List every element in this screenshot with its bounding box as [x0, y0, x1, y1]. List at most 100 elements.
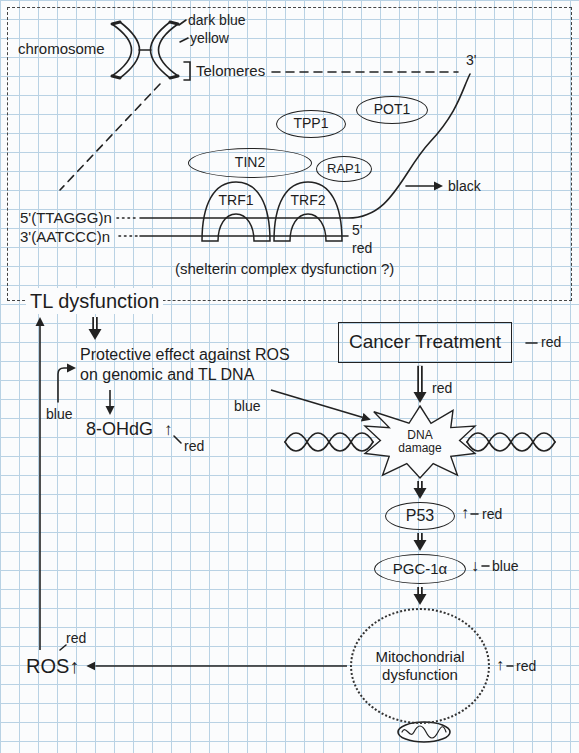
strand-end: 5'	[352, 222, 362, 238]
dotted-circle: Mitochondrial dysfunction	[350, 608, 490, 724]
node-text: TIN2	[235, 155, 265, 170]
process-oval: P53	[385, 502, 455, 530]
double-arrow	[420, 533, 421, 540]
chromatid	[159, 24, 179, 76]
double-arrow	[95, 317, 96, 329]
leader-line	[60, 645, 66, 650]
dna-helix	[285, 433, 373, 451]
dna-helix	[285, 433, 373, 451]
color-note: blue	[492, 558, 518, 574]
protein-oval: POT1	[356, 96, 428, 124]
sequence-label: 3'(AATCCC)n	[20, 228, 110, 245]
sequence-label: 5'(TTAGGG)n	[20, 209, 112, 226]
connector-line	[92, 317, 98, 329]
color-note: black	[448, 178, 481, 194]
leader-line	[482, 565, 489, 567]
arrow	[40, 326, 41, 650]
double-arrow	[420, 366, 421, 392]
dna-helix	[467, 433, 555, 451]
connector-gap	[419, 481, 421, 488]
burst-shape	[365, 406, 475, 478]
process-text: Protective effect against ROS on genomic…	[76, 343, 304, 387]
color-note: blue	[234, 398, 260, 414]
color-note: red	[516, 658, 536, 674]
dome-shape	[274, 182, 342, 241]
node-text: RAP1	[327, 162, 361, 176]
color-note: red	[184, 438, 204, 454]
node-text: Cancer Treatment	[349, 331, 501, 354]
dome-shape	[202, 182, 270, 241]
mitochondrion-icon	[398, 722, 450, 742]
node-text: ROS↑	[26, 654, 79, 678]
leader-line	[179, 20, 186, 25]
node-text: DNA damage	[392, 429, 448, 455]
connector-gap	[94, 317, 96, 329]
node-text: TRF2	[291, 193, 326, 208]
strand-end: 3'	[466, 52, 476, 68]
double-arrow	[420, 587, 421, 594]
protein-oval: TPP1	[276, 110, 346, 138]
strand-continuation	[117, 218, 137, 236]
color-note: red	[432, 380, 452, 396]
damage-burst: DNA damage	[365, 406, 475, 478]
node-text: P53	[406, 507, 434, 525]
node-text: (shelterin complex dysfunction ?)	[175, 260, 394, 277]
connector-gap	[419, 366, 421, 392]
arrow	[110, 390, 111, 406]
mitochondrion-cristae	[402, 726, 446, 738]
color-note: red	[352, 240, 372, 256]
leader-line	[174, 436, 181, 443]
process-oval: PGC-1α	[374, 554, 466, 584]
color-note: red	[66, 630, 86, 646]
protein-oval: RAP1	[316, 156, 372, 182]
connector-line	[39, 326, 41, 650]
dna-strand	[140, 74, 470, 218]
connector-line	[417, 481, 423, 488]
chromatid	[112, 24, 132, 76]
dome-outline	[272, 180, 344, 242]
arrow	[95, 666, 347, 667]
telomere-bracket	[184, 62, 190, 80]
node-text: TL dysfunction	[30, 289, 159, 313]
curved-arrow	[58, 368, 67, 402]
dna-strand	[140, 235, 348, 237]
zoom-line	[60, 84, 160, 190]
dna-helix	[467, 433, 555, 451]
telomere-cap	[112, 22, 178, 78]
trend-arrow: ↓	[471, 557, 479, 575]
connector-line	[95, 665, 347, 667]
leader-line	[507, 665, 513, 667]
leader-line	[526, 342, 537, 344]
part-label: chromosome	[18, 40, 105, 57]
connector-line	[417, 366, 423, 392]
node-text: 8-OHdG	[86, 419, 153, 441]
node-text: POT1	[374, 102, 411, 117]
connector-line	[271, 390, 362, 417]
protein-oval: TIN2	[188, 148, 312, 178]
centromere	[139, 49, 151, 51]
connector-gap	[419, 533, 421, 540]
node-text: PGC-1α	[393, 561, 448, 578]
trend-arrow: ↑	[164, 420, 173, 440]
trend-arrow: ↑	[461, 504, 469, 522]
node-text: TRF1	[219, 193, 254, 208]
leader-line	[471, 513, 478, 515]
connector-line	[417, 533, 423, 540]
process-text: TL dysfunction	[26, 288, 163, 314]
arrow	[271, 390, 362, 417]
zoom-line	[272, 71, 458, 73]
part-label: Telomeres	[196, 62, 265, 79]
protein-dome: TRF2	[272, 180, 344, 242]
process-text: 8-OHdG	[82, 418, 157, 442]
node-text: Mitochondrial dysfunction	[363, 648, 477, 684]
pointer-arrow	[406, 185, 434, 187]
leader-line	[180, 38, 188, 42]
chromatid	[151, 22, 171, 78]
connector-line	[417, 587, 423, 594]
color-note: yellow	[190, 30, 229, 46]
color-note: red	[541, 334, 561, 350]
node-text: Protective effect against ROS on genomic…	[80, 345, 300, 385]
trend-arrow: ↑	[496, 656, 504, 674]
chromatid	[120, 22, 140, 78]
connector-line	[109, 390, 111, 406]
